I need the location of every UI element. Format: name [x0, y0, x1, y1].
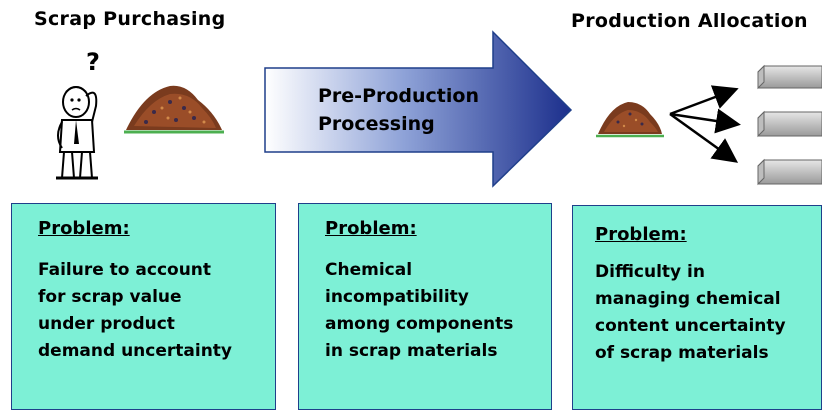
production-allocation-heading: Production Allocation	[571, 10, 808, 32]
svg-text:?: ?	[86, 48, 100, 76]
problem-title: Problem:	[325, 218, 417, 239]
pre-production-arrow	[264, 30, 573, 188]
problem-box-scrap-purchasing: Problem: Failure to account for scrap va…	[11, 203, 276, 410]
problem-text: Chemical incompatibility among component…	[325, 260, 514, 361]
arrow-label-line1: Pre-Production	[318, 85, 479, 107]
pre-production-label: Pre-Production Processing	[318, 82, 479, 138]
confused-man-icon: ?	[56, 48, 100, 180]
arrow-label-line2: Processing	[318, 113, 435, 135]
scrap-pile-icon	[124, 85, 224, 134]
problem-title: Problem:	[595, 224, 687, 245]
problem-title: Problem:	[38, 218, 130, 239]
output-arrows-icon	[669, 85, 741, 163]
problem-text: Difficulty in managing chemical content …	[595, 262, 786, 363]
problem-box-production-allocation: Problem: Difficulty in managing chemical…	[572, 205, 822, 410]
problem-text: Failure to account for scrap value under…	[38, 260, 233, 361]
problem-box-pre-production: Problem: Chemical incompatibility among …	[298, 203, 552, 410]
metal-ingot-icon	[757, 64, 822, 186]
scrap-pile-small-icon	[596, 102, 664, 138]
scrap-purchasing-heading: Scrap Purchasing	[34, 8, 226, 30]
